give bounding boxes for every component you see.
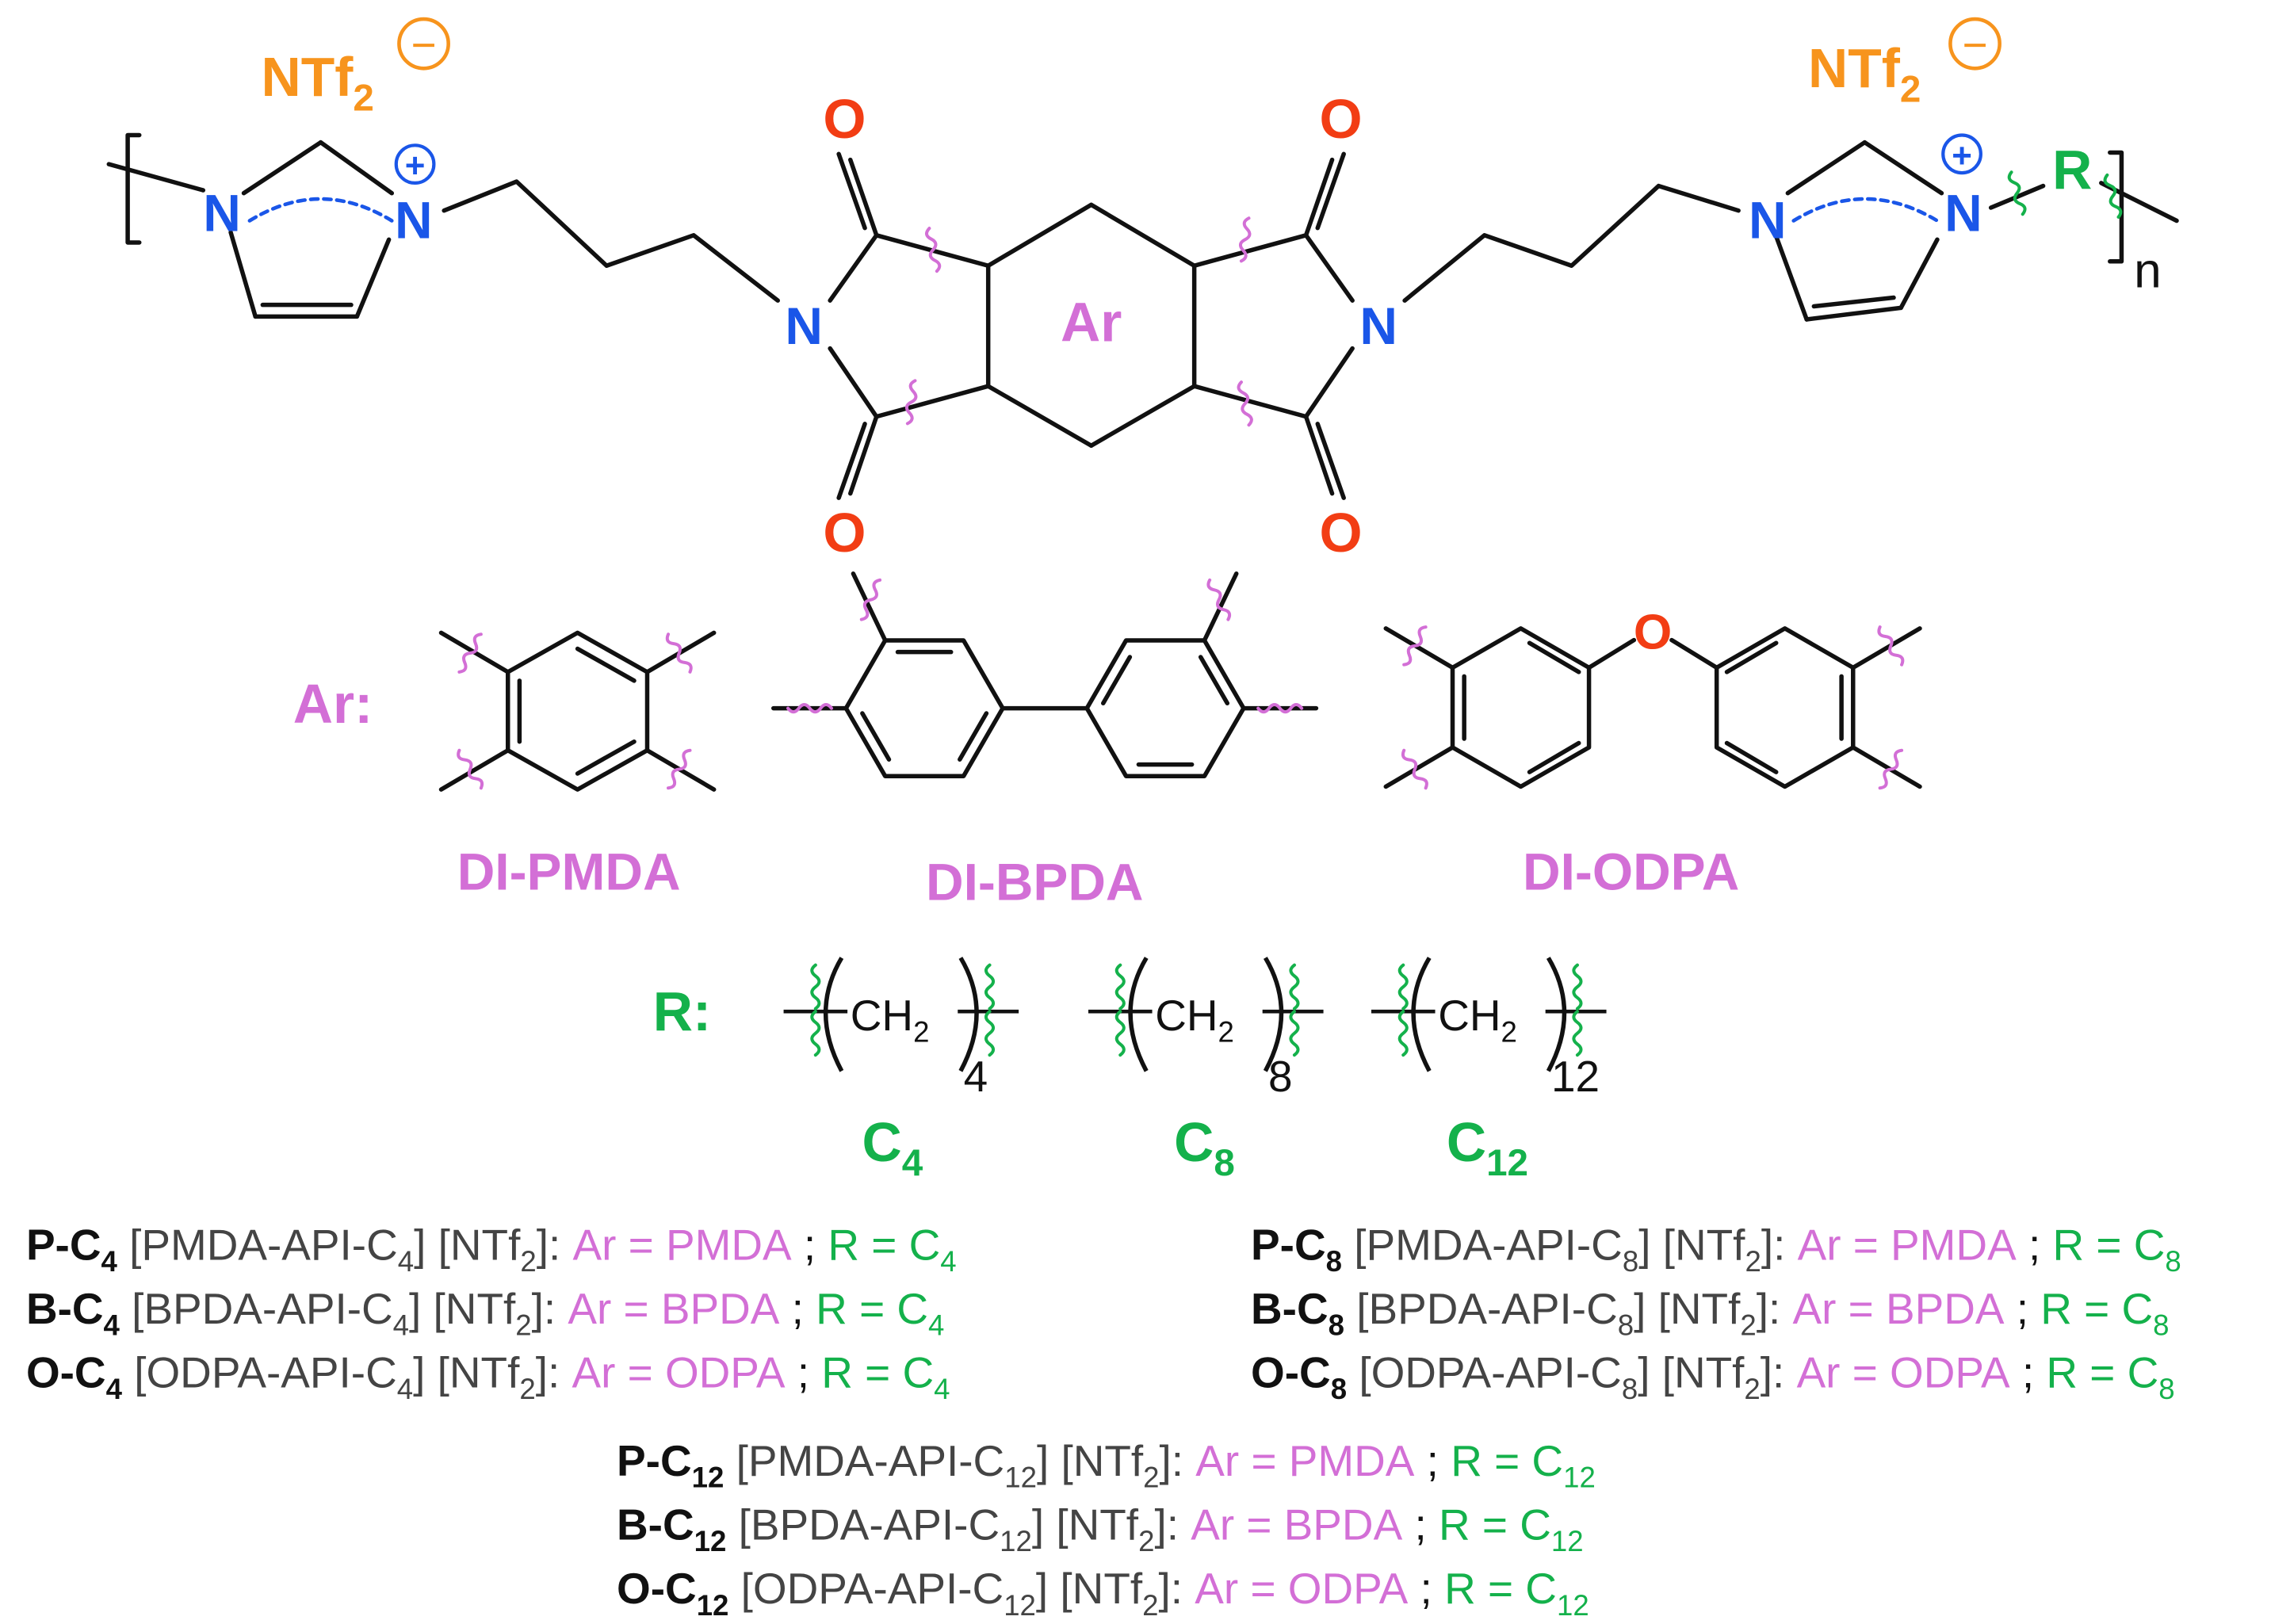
polymer-labels: NTf2 − NTf2 − N N + N N N N + O O O O Ar… [203,17,2162,564]
right-repeat-bracket [2108,150,2124,264]
right-imidazole-n3: N [1944,183,1982,242]
right-cation-charge-circle [1941,133,1982,175]
left-end-bond [106,162,206,193]
legend-row: O-C8 [ODPA-API-C8] [NTf2]: Ar = ODPA ; R… [1251,1347,2175,1405]
di-odpa-label: DI-ODPA [1523,842,1739,900]
right-anion-minus: − [1963,20,1988,69]
di-pmda-label: DI-PMDA [457,842,681,900]
repeat-count: 4 [964,1052,988,1101]
legend-row: O-C12 [ODPA-API-C12] [NTf2]: Ar = ODPA ;… [617,1564,1589,1622]
repeat-subscript-n: n [2134,244,2162,299]
pmda-structure [438,630,717,792]
carbonyl-o-bottom-right: O [1319,502,1362,564]
left-cation-charge-circle [394,143,436,185]
legend-row: O-C4 [ODPA-API-C4] [NTf2]: Ar = ODPA ; R… [26,1347,950,1405]
polymer-repeat-unit [106,132,2179,500]
pmda-attachment-marks [456,632,693,790]
carbonyl-o-top-right: O [1319,88,1362,150]
repeat-count: 12 [1551,1052,1600,1101]
r-section-label: R: [653,980,711,1042]
left-anion-label: NTf2 [262,46,374,119]
di-bpda-label: DI-BPDA [926,852,1144,911]
right-delocalization-arc [1791,197,1940,223]
alkyl-name-c8: C8 [1174,1111,1235,1184]
legend-row: B-C12 [BPDA-API-C12] [NTf2]: Ar = BPDA ;… [617,1500,1584,1558]
alkyl-option-c4: CH2 4C4 [783,957,1019,1184]
right-anion-label: NTf2 [1808,37,1921,110]
legend-row: P-C8 [PMDA-API-C8] [NTf2]: Ar = PMDA ; R… [1251,1220,2181,1278]
left-imidazole-n3: N [395,190,433,249]
carbonyl-o-bottom-left: O [823,502,866,564]
repeat-count: 8 [1268,1052,1293,1101]
left-anion-charge-circle [397,17,450,71]
ch2-unit: CH2 [1438,991,1517,1049]
right-anion-charge-circle [1948,17,2001,71]
alkyl-name-c12: C12 [1447,1111,1528,1184]
bpda-biphenyl [771,571,1319,778]
alkyl-option-c8: CH2 8C8 [1088,957,1324,1184]
carbonyl-o-top-left: O [823,88,866,150]
left-imide-n: N [785,296,823,355]
legend-row: P-C12 [PMDA-API-C12] [NTf2]: Ar = PMDA ;… [617,1436,1596,1494]
left-cation-plus: + [405,147,426,185]
right-cation-plus: + [1952,136,1972,175]
ar-section-label: Ar: [293,673,373,735]
legend-row: B-C8 [BPDA-API-C8] [NTf2]: Ar = BPDA ; R… [1251,1284,2169,1342]
left-repeat-bracket [125,132,142,245]
right-imide-n: N [1359,296,1397,355]
legend-row: P-C4 [PMDA-API-C4] [NTf2]: Ar = PMDA ; R… [26,1220,957,1278]
left-anion-minus: − [411,20,437,69]
compound-legend: P-C4 [PMDA-API-C4] [NTf2]: Ar = PMDA ; R… [26,1220,2181,1622]
ch2-unit: CH2 [851,991,930,1049]
left-delocalization-arc [247,197,394,223]
aryl-core-label: Ar [1061,291,1122,353]
ch2-unit: CH2 [1155,991,1234,1049]
odpa-structure [1383,626,1922,789]
odpa-ether-oxygen: O [1634,606,1672,660]
legend-row: B-C4 [BPDA-API-C4] [NTf2]: Ar = BPDA ; R… [26,1284,944,1342]
right-imidazole-n1: N [1749,190,1787,249]
left-imidazole-n1: N [203,183,241,242]
alkyl-name-c4: C4 [862,1111,923,1184]
alkyl-spacer-label: R [2052,139,2092,201]
